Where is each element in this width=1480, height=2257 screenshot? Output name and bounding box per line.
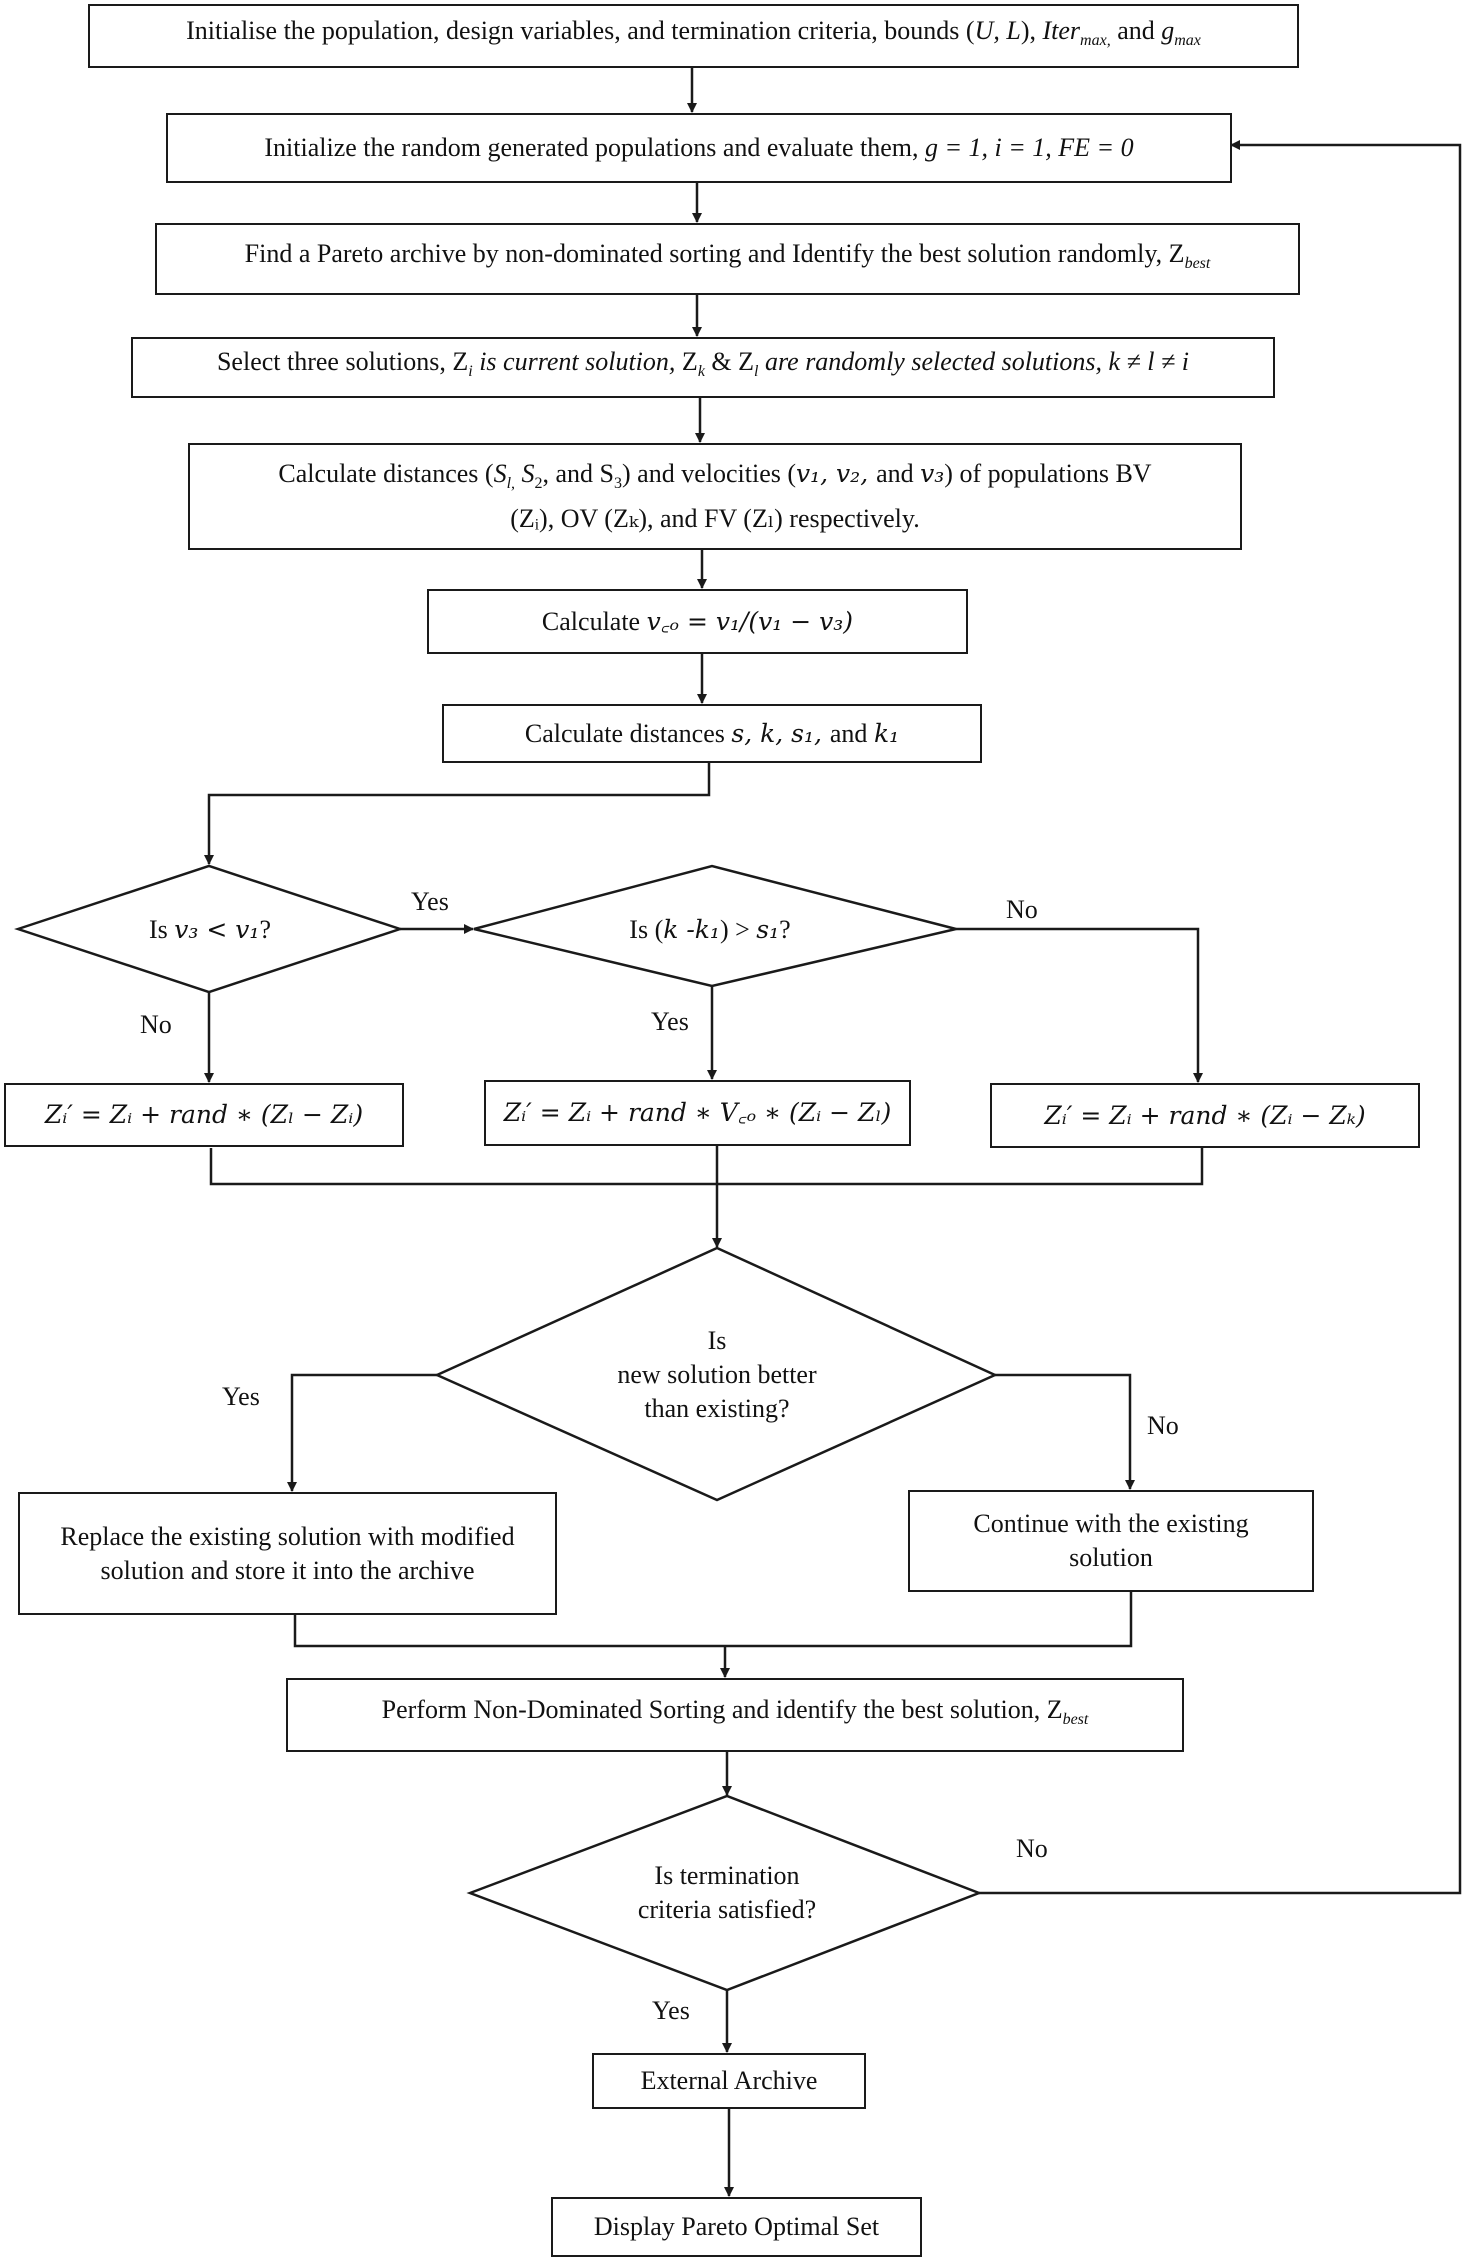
decision1-diamond — [14, 864, 404, 994]
label-yes-decision4: Yes — [652, 1996, 690, 2025]
select-box: Select three solutions, Zi is current so… — [131, 337, 1275, 398]
label-yes-decision3: Yes — [222, 1382, 260, 1411]
decision2-text: Is (k -k₁) > s₁? — [629, 915, 791, 944]
arrow-decision2-no — [956, 927, 1203, 1083]
label-yes-decision1: Yes — [411, 887, 449, 916]
decision3-text: Is new solution better than existing? — [617, 1326, 817, 1423]
update-mid-box: Zᵢ′ = Zᵢ + rand ∗ V꜀ₒ ∗ (Zᵢ − Zₗ) — [484, 1080, 911, 1146]
vco-box: Calculate v꜀ₒ = v₁/(v₁ − v₃) — [427, 589, 968, 654]
decision4-diamond — [466, 1794, 983, 1992]
decision1-text: Is v₃ < v₁? — [149, 915, 271, 944]
line-calcdist-to-decision1 — [204, 763, 711, 865]
pareto-box: Find a Pareto archive by non-dominated s… — [155, 223, 1300, 295]
init-random-box: Initialize the random generated populati… — [166, 113, 1232, 183]
label-no-decision4: No — [1016, 1834, 1048, 1863]
init-box: Initialise the population, design variab… — [88, 4, 1299, 68]
arrow-decision3-yes — [287, 1373, 437, 1492]
label-yes-decision2: Yes — [651, 1007, 689, 1036]
decision4-text: Is termination criteria satisfied? — [637, 1861, 817, 1924]
update-right-box: Zᵢ′ = Zᵢ + rand ∗ (Zᵢ − Zₖ) — [990, 1083, 1420, 1148]
label-no-decision2: No — [1006, 895, 1038, 924]
nds-box: Perform Non-Dominated Sorting and identi… — [286, 1678, 1184, 1752]
update-left-box: Zᵢ′ = Zᵢ + rand ∗ (Zₗ − Zᵢ) — [4, 1083, 404, 1147]
arrow-decision3-no — [995, 1373, 1135, 1490]
decision2-diamond — [473, 864, 957, 988]
decision3-diamond — [433, 1246, 999, 1502]
line-merge-outcomes — [293, 1592, 1133, 1648]
calc-distances-box: Calculate distances s, k, s₁, and k₁ — [442, 704, 982, 763]
label-no-decision3: No — [1147, 1411, 1179, 1440]
continue-box: Continue with the existing solution — [908, 1490, 1314, 1592]
replace-box: Replace the existing solution with modif… — [18, 1492, 557, 1615]
arrow-decision4-no-loop — [979, 140, 1462, 1895]
distances-box: Calculate distances (Sl, S2, and S3) and… — [188, 443, 1242, 550]
external-archive-box: External Archive — [592, 2053, 866, 2109]
label-no-decision1: No — [140, 1010, 172, 1039]
display-pareto-box: Display Pareto Optimal Set — [551, 2197, 922, 2257]
line-merge-updates — [209, 1148, 1204, 1186]
